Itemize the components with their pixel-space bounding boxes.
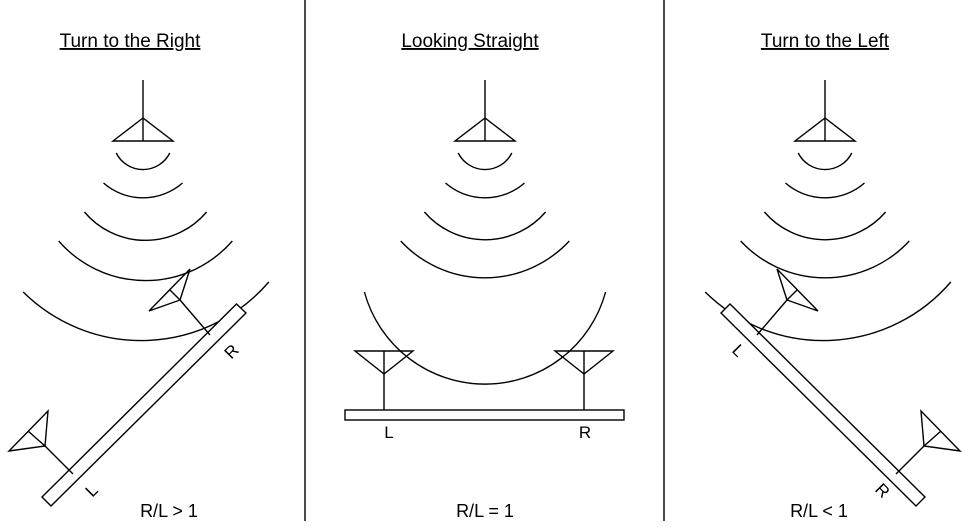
left-receiver-label: L xyxy=(384,423,393,442)
left-receiver-label: L xyxy=(82,481,102,501)
source-antenna-icon xyxy=(452,80,518,142)
wave-1 xyxy=(115,152,171,171)
wave-1 xyxy=(457,152,513,171)
wave-2 xyxy=(445,182,525,199)
right-receiver-antenna-icon xyxy=(895,409,962,475)
left-receiver-antenna-icon xyxy=(756,268,819,336)
receiver-bar xyxy=(720,303,926,507)
panel-title: Looking Straight xyxy=(401,31,539,52)
panel-turn-right: Turn to the Right R xyxy=(7,31,270,521)
ratio-label: R/L < 1 xyxy=(790,501,848,521)
ratio-label: R/L > 1 xyxy=(140,501,198,521)
wave-4 xyxy=(58,240,233,282)
wave-5 xyxy=(363,291,607,385)
left-receiver-antenna-icon xyxy=(7,409,74,475)
wave-3 xyxy=(83,211,208,241)
receiver-bar xyxy=(344,409,625,421)
wave-4 xyxy=(400,240,570,279)
panel-title: Turn to the Left xyxy=(761,31,890,52)
wave-2 xyxy=(785,182,865,199)
wave-1 xyxy=(797,152,853,171)
right-receiver-label: R xyxy=(579,423,591,442)
right-receiver-antenna-icon xyxy=(148,268,211,336)
receiver-bar xyxy=(41,303,248,507)
right-receiver-antenna-icon xyxy=(552,350,616,410)
wave-3 xyxy=(423,211,547,241)
wave-2 xyxy=(103,182,183,199)
left-receiver-antenna-icon xyxy=(352,350,416,410)
ratio-label: R/L = 1 xyxy=(456,501,514,521)
panel-looking-straight: Looking Straight L R R/L = xyxy=(344,31,625,521)
signal-waves xyxy=(363,152,607,385)
wave-3 xyxy=(763,211,887,241)
source-antenna-icon xyxy=(792,80,858,142)
panel-title: Turn to the Right xyxy=(60,31,202,52)
right-receiver-label: R xyxy=(221,341,243,363)
signal-waves xyxy=(704,152,952,342)
right-receiver-label: R xyxy=(871,480,893,502)
panel-turn-left: Turn to the Left L xyxy=(704,31,962,521)
left-receiver-label: L xyxy=(728,341,748,361)
wave-4 xyxy=(740,240,910,279)
source-antenna-icon xyxy=(110,80,176,142)
